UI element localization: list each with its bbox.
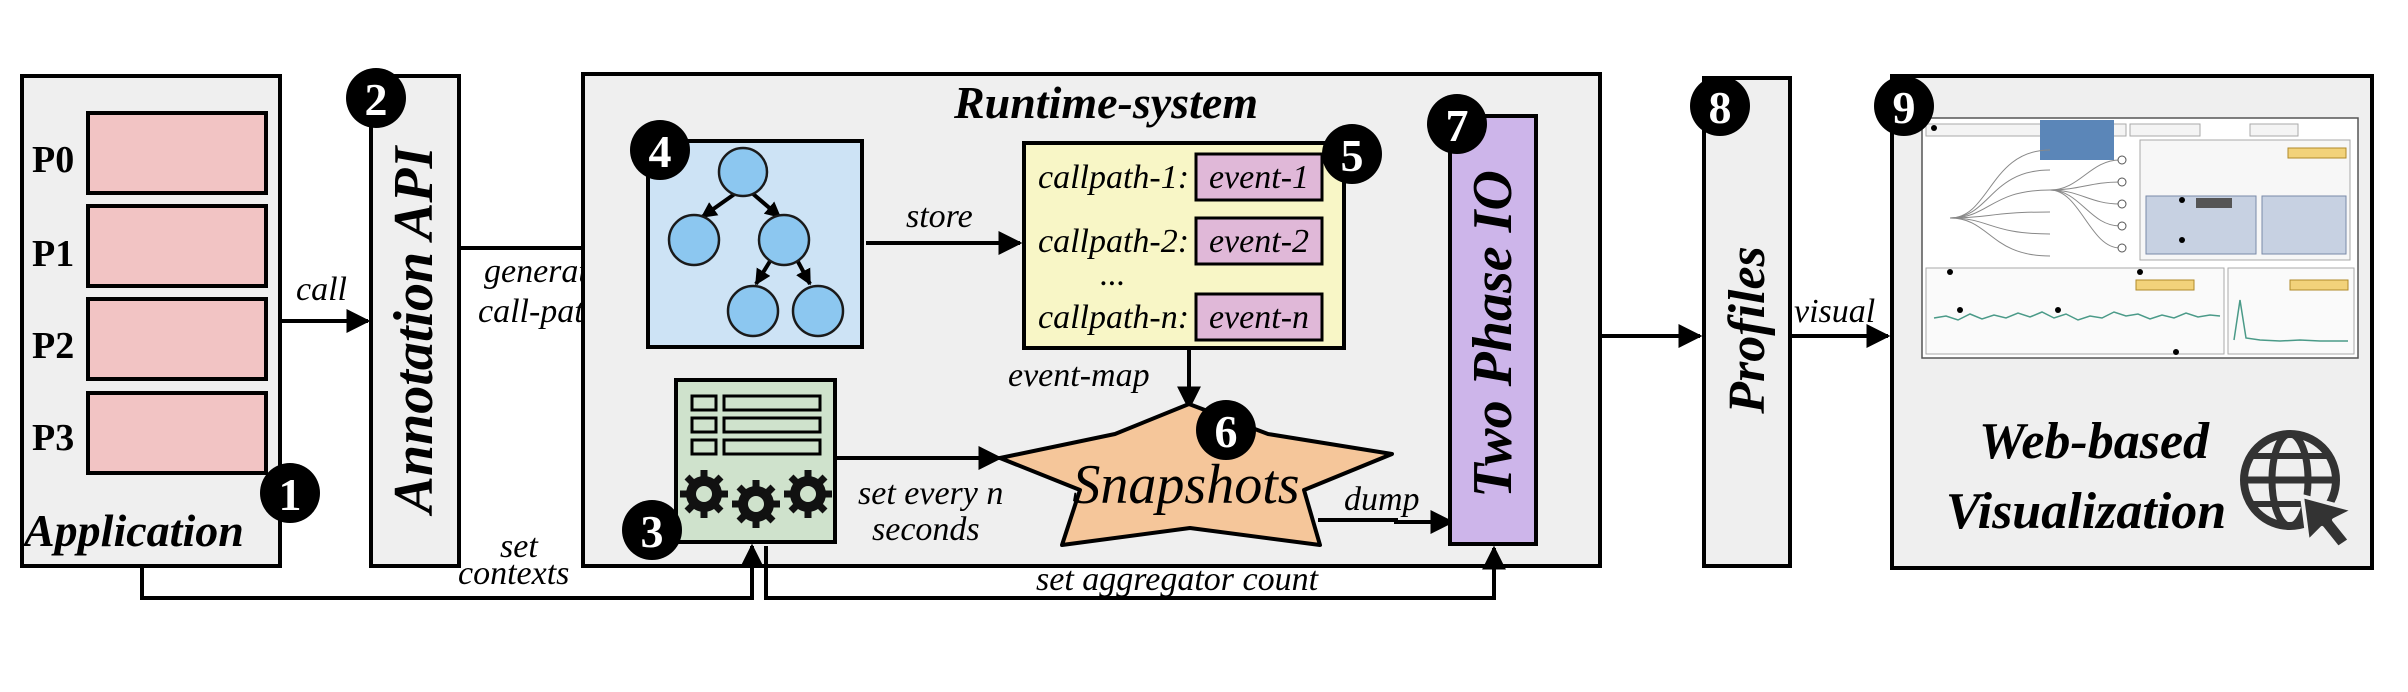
application-panel: P0 P1 P2 P3 Application 1 xyxy=(20,74,320,568)
badge-9 xyxy=(1874,76,1934,136)
process-box-p1 xyxy=(86,204,268,288)
badge-3 xyxy=(622,500,682,560)
event-n-tag xyxy=(1194,292,1324,342)
runtime-system-title: Runtime-system xyxy=(953,77,1258,128)
call-label: call xyxy=(296,271,347,308)
event-1-tag xyxy=(1194,152,1324,202)
tree-node-rr xyxy=(791,284,845,338)
set-contexts-connector xyxy=(140,543,764,600)
tree-node-right xyxy=(757,213,811,267)
set-every-label-1: set every n xyxy=(858,475,1003,512)
web-visualization-panel: Web-based Visualization 9 xyxy=(1874,74,2374,570)
badge-7 xyxy=(1427,94,1487,154)
callpath-2-label: callpath-2: xyxy=(1038,223,1189,260)
two-phase-io-box: Two Phase IO 7 xyxy=(1427,94,1538,546)
event-2-label: event-2 xyxy=(1209,223,1309,260)
gear-icon xyxy=(784,470,832,518)
web-vis-line2: Visualization xyxy=(1946,483,2226,540)
web-vis-line1: Web-based xyxy=(1979,413,2210,470)
callpath-1-label: callpath-1: xyxy=(1038,159,1189,196)
event-n-label: event-n xyxy=(1209,299,1309,336)
set-contexts-label-1: set xyxy=(500,528,539,565)
process-label-p3: P3 xyxy=(32,417,74,459)
svg-text:8: 8 xyxy=(1709,82,1732,133)
process-box-p3 xyxy=(86,391,268,475)
set-aggregator-connector xyxy=(764,545,1506,600)
process-box-p0 xyxy=(86,111,268,195)
config-box: 3 xyxy=(622,378,837,560)
svg-text:6: 6 xyxy=(1215,406,1238,457)
svg-text:9: 9 xyxy=(1893,82,1916,133)
profiles-label: Profiles xyxy=(1719,246,1776,415)
dashboard-thumbnail xyxy=(1921,117,2359,359)
process-box-p2 xyxy=(86,297,268,381)
tree-node-left xyxy=(667,213,721,267)
annotation-api-panel: 2 Annotation API xyxy=(346,68,461,568)
event-map-label: event-map xyxy=(1008,357,1150,394)
gear-icon xyxy=(680,470,728,518)
visual-label: visual xyxy=(1794,293,1875,330)
tree-node-rl xyxy=(726,284,780,338)
process-label-p2: P2 xyxy=(32,325,74,367)
callpath-n-label: callpath-n: xyxy=(1038,299,1189,336)
svg-text:3: 3 xyxy=(641,506,664,557)
svg-text:5: 5 xyxy=(1341,130,1364,181)
svg-text:4: 4 xyxy=(649,126,672,177)
dump-label: dump xyxy=(1344,481,1420,518)
process-label-p1: P1 xyxy=(32,233,74,275)
tree-node-root xyxy=(717,146,769,198)
snapshots-shape: Snapshots 6 xyxy=(998,400,1394,547)
badge-6 xyxy=(1196,400,1256,460)
event-2-tag xyxy=(1194,216,1324,266)
svg-text:2: 2 xyxy=(365,74,388,125)
annotation-api-label: Annotation API xyxy=(383,144,445,516)
set-every-label-2: seconds xyxy=(872,511,980,548)
set-aggregator-label: set aggregator count xyxy=(1036,561,1320,598)
application-label: Application xyxy=(21,505,244,556)
ellipsis: ... xyxy=(1100,256,1126,293)
runtime-system-panel: Runtime-system 4 store callpath-1: event… xyxy=(581,72,1602,568)
badge-5 xyxy=(1322,124,1382,184)
process-label-p0: P0 xyxy=(32,139,74,181)
gear-icon xyxy=(732,480,780,528)
snapshots-label: Snapshots xyxy=(1072,454,1299,516)
store-label: store xyxy=(906,198,973,235)
badge-4 xyxy=(630,120,690,180)
badge-8 xyxy=(1690,76,1750,136)
badge-2 xyxy=(346,68,406,128)
globe-cursor-icon xyxy=(2240,430,2356,550)
call-tree-box: 4 xyxy=(630,120,864,349)
profiles-panel: Profiles 8 xyxy=(1690,76,1792,568)
event-map-box: callpath-1: event-1 callpath-2: event-2 … xyxy=(1022,124,1382,350)
svg-text:7: 7 xyxy=(1446,100,1469,151)
set-contexts-label-2: contexts xyxy=(458,555,569,592)
badge-1 xyxy=(260,463,320,523)
two-phase-io-label: Two Phase IO xyxy=(1462,170,1524,498)
dump-arrow xyxy=(1318,510,1455,534)
svg-text:1: 1 xyxy=(279,469,302,520)
event-1-label: event-1 xyxy=(1209,159,1309,196)
